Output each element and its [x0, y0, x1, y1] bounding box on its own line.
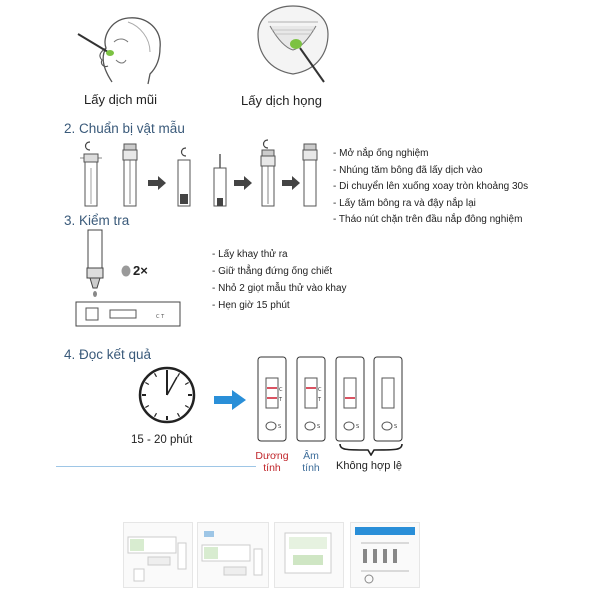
step2-title: 2. Chuẩn bị vật mẫu — [64, 121, 185, 136]
svg-text:S: S — [356, 424, 359, 430]
step2-note: - Tháo nút chặn trên đầu nắp đông nghiệm — [333, 214, 523, 225]
result-invalid-label: Không hợp lệ — [336, 460, 402, 472]
invalid-brace-icon — [338, 442, 404, 456]
specimen-prep-illustration — [68, 138, 318, 218]
clock-tick — [184, 404, 189, 409]
product-thumbnail-4[interactable] — [350, 522, 420, 588]
result-positive-label: Dương tính — [255, 450, 289, 474]
step3-note: - Nhỏ 2 giọt mẫu thử vào khay — [212, 283, 347, 294]
svg-text:S: S — [317, 424, 320, 430]
clock-icon — [137, 365, 197, 425]
clock-tick — [145, 381, 150, 386]
step3-title: 3. Kiểm tra — [64, 213, 130, 228]
step3-notes: - Lấy khay thử ra - Giữ thẳng đứng ống c… — [212, 246, 347, 314]
cassette-positive: C T S — [257, 356, 287, 442]
product-thumbnail-1[interactable] — [123, 522, 193, 588]
clock-tick — [176, 412, 181, 417]
throat-sampling-label: Lấy dịch họng — [241, 93, 322, 108]
cassette-invalid-1: S — [335, 356, 365, 442]
test-illustration: C T — [74, 228, 184, 338]
clock-tick — [153, 373, 158, 378]
step2-note: - Mở nắp ống nghiệm — [333, 148, 429, 159]
svg-text:C: C — [279, 387, 283, 393]
nose-sampling-illustration — [70, 8, 170, 86]
svg-text:C T: C T — [156, 314, 165, 320]
step3-note: - Giữ thẳng đứng ống chiết — [212, 266, 333, 277]
svg-text:S: S — [394, 424, 397, 430]
svg-text:S: S — [278, 424, 281, 430]
step2-notes: - Mở nắp ống nghiệm - Nhúng tăm bông đã … — [333, 146, 528, 229]
step3-note: - Hẹn giờ 15 phút — [212, 300, 290, 311]
svg-text:T: T — [317, 397, 322, 403]
result-arrow-icon — [214, 390, 246, 410]
drop-icon — [121, 265, 131, 277]
drop-count: 2× — [133, 263, 148, 278]
result-negative-label: Âm tính — [302, 450, 320, 474]
product-thumbnail-3[interactable] — [274, 522, 344, 588]
timer-label: 15 - 20 phút — [131, 434, 193, 446]
clock-tick — [176, 373, 181, 378]
nose-sampling-label: Lấy dịch mũi — [84, 92, 157, 107]
section-divider — [56, 466, 256, 467]
clock-tick — [153, 412, 158, 417]
product-thumbnail-2[interactable] — [197, 522, 269, 588]
step2-note: - Lấy tăm bông ra và đậy nắp lại — [333, 197, 476, 209]
step2-note: - Nhúng tăm bông đã lấy dịch vào — [333, 164, 483, 176]
step3-note: - Lấy khay thử ra — [212, 249, 288, 260]
cassette-negative: C T S — [296, 356, 326, 442]
clock-tick — [184, 381, 189, 386]
step2-note: - Di chuyển lên xuống xoay tròn khoảng 3… — [333, 181, 529, 192]
throat-sampling-illustration — [248, 4, 338, 84]
svg-text:C: C — [318, 387, 322, 393]
svg-text:T: T — [278, 397, 283, 403]
cassette-invalid-2: S — [373, 356, 403, 442]
clock-tick — [145, 404, 150, 409]
step4-title: 4. Đọc kết quả — [64, 347, 152, 362]
